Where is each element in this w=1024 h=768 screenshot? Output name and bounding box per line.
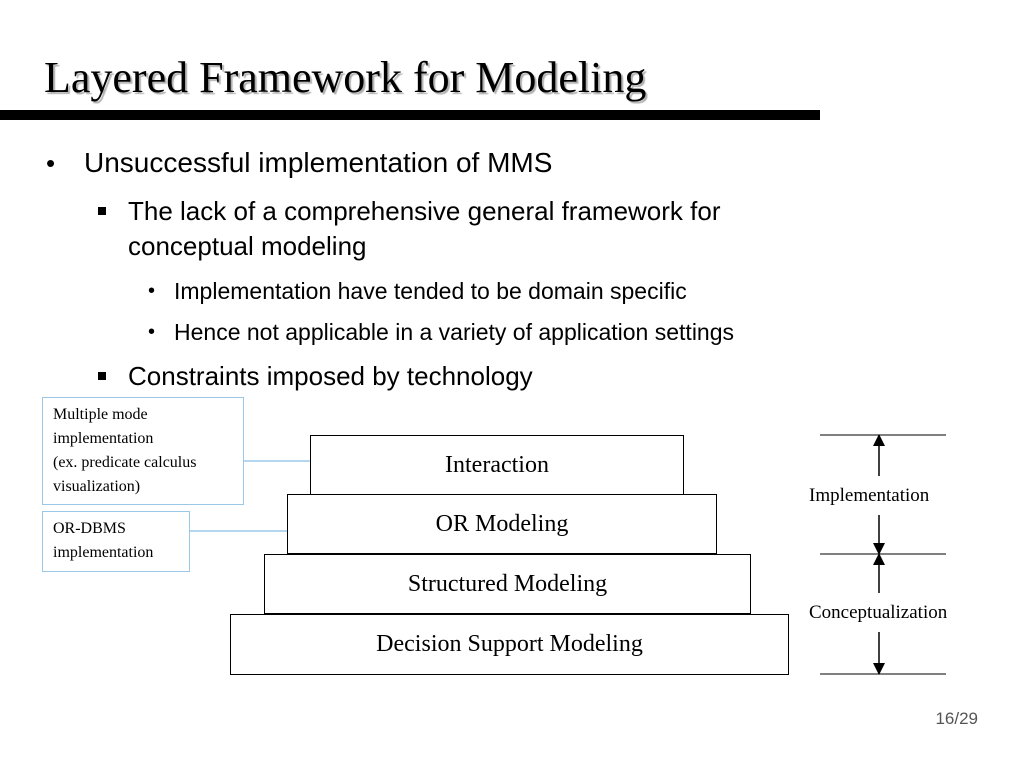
slide-title: Layered Framework for Modeling: [44, 53, 647, 102]
subsub-bullet-text: Implementation have tended to be domain …: [174, 278, 687, 304]
layer-or-modeling: OR Modeling: [287, 494, 717, 554]
callout-line: implementation: [53, 430, 154, 447]
subsub-bullet-text: Hence not applicable in a variety of app…: [174, 319, 735, 345]
callout-line: Multiple mode: [53, 406, 148, 423]
callout-line: implementation: [53, 544, 154, 561]
bullet-text: Unsuccessful implementation of MMS: [84, 147, 553, 178]
bullet-dot-icon: •: [148, 321, 156, 343]
callout-line: (ex. predicate calculus: [53, 454, 197, 471]
square-bullet-icon: [98, 372, 106, 380]
callout-line: OR-DBMS: [53, 520, 126, 537]
square-bullet-icon: [98, 207, 106, 215]
sub-bullet-text-line2: conceptual modeling: [128, 231, 367, 261]
callout-line: visualization): [53, 478, 141, 495]
bullet-dot-icon: •: [46, 148, 56, 178]
subsub-bullet-settings: • Hence not applicable in a variety of a…: [148, 317, 735, 347]
page-number: 16/29: [935, 709, 978, 728]
callout-or-dbms: OR-DBMS implementation: [42, 511, 190, 572]
label-conceptualization: Conceptualization: [809, 602, 948, 624]
sub-bullet-constraints: Constraints imposed by technology: [98, 359, 533, 394]
sub-bullet-text: Constraints imposed by technology: [128, 361, 533, 391]
bullet-dot-icon: •: [148, 280, 156, 302]
sub-bullet-text-line1: The lack of a comprehensive general fram…: [128, 196, 721, 226]
layer-decision-support-modeling: Decision Support Modeling: [230, 614, 789, 675]
label-implementation: Implementation: [809, 485, 930, 507]
title-underline: [0, 110, 820, 120]
bullet-level1: • Unsuccessful implementation of MMS: [46, 145, 553, 181]
sub-bullet-framework: The lack of a comprehensive general fram…: [98, 194, 721, 264]
callout-multiple-mode: Multiple mode implementation (ex. predic…: [42, 397, 244, 505]
layer-structured-modeling: Structured Modeling: [264, 554, 751, 614]
subsub-bullet-domain: • Implementation have tended to be domai…: [148, 276, 687, 306]
layer-interaction: Interaction: [310, 435, 684, 495]
